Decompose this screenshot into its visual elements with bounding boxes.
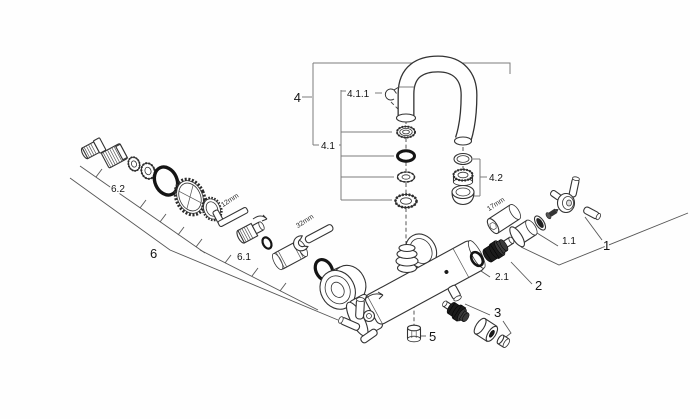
diverter-cap <box>473 317 499 343</box>
part-label-2-1: 2.1 <box>495 272 509 283</box>
part-label-4-1: 4.1 <box>321 141 335 152</box>
aerator-insert <box>452 168 474 186</box>
cross-handle-right <box>549 176 602 221</box>
part-label-4: 4 <box>294 90 301 105</box>
socket-tool-icon <box>486 204 522 235</box>
cartridge-o-ring <box>469 250 485 268</box>
aerator-ring <box>453 152 473 166</box>
valve-cartridge <box>482 236 515 263</box>
part-label-1: 1 <box>603 238 610 253</box>
seal-washer-2 <box>396 171 416 183</box>
turn-arrow <box>252 214 268 222</box>
extension-tube <box>272 239 308 271</box>
open-end-wrench-icon <box>293 224 334 252</box>
part-label-3: 3 <box>494 305 501 320</box>
cross-handle-left <box>338 297 378 344</box>
spout-ring-nut <box>394 193 418 209</box>
part-label-2: 2 <box>535 278 542 293</box>
handle-screw <box>545 208 559 220</box>
diverter-plug <box>496 334 511 348</box>
part42-bracket <box>473 158 487 197</box>
spoke-washer <box>127 156 141 172</box>
part-label-6-1: 6.1 <box>237 252 251 263</box>
seal-washer-1 <box>396 125 416 139</box>
part-label-6-2: 6.2 <box>111 184 125 195</box>
diverter-cartridge <box>442 300 470 323</box>
eccentric-union <box>236 221 265 244</box>
part-label-6: 6 <box>150 246 157 261</box>
union-nipple <box>80 137 107 160</box>
spout-o-ring <box>396 149 416 163</box>
outlet-dome-cap <box>451 184 475 206</box>
allen-key-icon <box>212 206 249 228</box>
part6-leaders <box>69 165 339 321</box>
part-label-1-1: 1.1 <box>562 236 576 247</box>
knurled-union-nut <box>101 143 128 169</box>
small-o-ring <box>261 236 273 250</box>
retaining-clip <box>384 87 399 101</box>
handle-sleeve <box>509 219 538 248</box>
top-washer-stack <box>395 243 419 274</box>
tool-label-32mm: 32mm <box>295 213 315 230</box>
cap-nut <box>406 324 422 343</box>
escutcheon-dome <box>319 264 367 310</box>
part-label-5: 5 <box>429 329 436 344</box>
part-label-4-2: 4.2 <box>489 173 503 184</box>
labels: 4 4.1 4.1.1 4.2 6 6.2 6.1 1 1.1 2 2.1 3 … <box>110 88 612 346</box>
spout <box>395 55 478 146</box>
handle-ring <box>533 215 547 231</box>
large-o-ring <box>152 165 180 197</box>
petal-washer <box>140 162 156 180</box>
part-label-4-1-1: 4.1.1 <box>347 89 370 100</box>
large-knurled-ring <box>173 177 207 217</box>
tool-label-12mm: 12mm <box>220 192 240 209</box>
right-leaders <box>420 212 689 341</box>
